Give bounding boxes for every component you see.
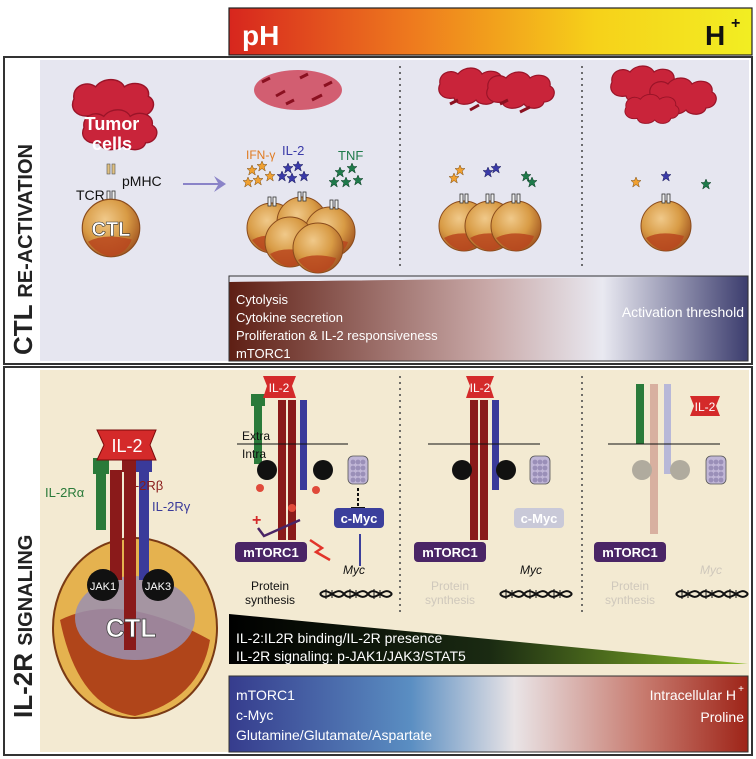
myc-col2: Myc bbox=[520, 563, 542, 577]
il2r-signaling-gradient: IL-2:IL2R binding/IL-2R presence IL-2R s… bbox=[229, 614, 748, 664]
bottom-right-line-1: Intracellular H bbox=[650, 687, 736, 703]
section1-title: CTL Re-Activation bbox=[8, 144, 38, 355]
h-plus-superscript: + bbox=[731, 15, 740, 32]
tcr-label: TCR bbox=[76, 187, 105, 203]
black-bar-line-1: IL-2:IL2R binding/IL-2R presence bbox=[236, 630, 442, 646]
signaling-col1: IL-2 Extra Intra + mTORC1 c-Myc Myc Prot… bbox=[235, 376, 393, 607]
tumor-label-1: Tumor bbox=[85, 114, 140, 134]
il2-big-label: IL-2 bbox=[111, 436, 142, 456]
section2-title: IL-2R Signaling bbox=[8, 535, 38, 718]
metabolite-gradient: mTORC1 c-Myc Glutamine/Glutamate/Asparta… bbox=[228, 675, 749, 753]
ph-gradient-bar: pH H + bbox=[228, 7, 753, 56]
signaling-col3: IL-2 mTORC1 Myc Protein synthesis bbox=[594, 384, 749, 607]
ifn-label: IFN-γ bbox=[246, 148, 275, 162]
bottom-right-sup: + bbox=[738, 684, 744, 695]
tnf-label: TNF bbox=[338, 148, 363, 163]
il2-col2-label: IL-2 bbox=[470, 381, 491, 395]
protein-synthesis-col2-1: Protein bbox=[431, 579, 469, 593]
pmhc-label: pMHC bbox=[122, 173, 162, 189]
activation-threshold-label: Activation threshold bbox=[622, 304, 744, 320]
bottom-right-line-2: Proline bbox=[700, 709, 744, 725]
column2-tumor bbox=[438, 67, 555, 114]
myc-col3: Myc bbox=[700, 563, 722, 577]
myc-col1: Myc bbox=[343, 563, 365, 577]
ph-label: pH bbox=[242, 20, 279, 51]
large-ctl-cell: IL-2 IL-2Rα IL-2Rβ IL-2Rγ JAK1 JAK3 CTL bbox=[45, 429, 218, 719]
receptor-beta-label: IL-2Rβ bbox=[124, 478, 163, 493]
large-ctl-label: CTL bbox=[106, 613, 157, 643]
cmyc-col2: c-Myc bbox=[521, 511, 558, 526]
signaling-col2: IL-2 mTORC1 c-Myc Myc Protein synthesis bbox=[414, 376, 573, 607]
ctl-label: CTL bbox=[92, 219, 131, 241]
cmyc-col1: c-Myc bbox=[341, 511, 378, 526]
black-bar-line-2: IL-2R signaling: p-JAK1/JAK3/STAT5 bbox=[236, 648, 466, 664]
activation-line-1: Cytolysis bbox=[236, 292, 289, 307]
mtorc1-col3: mTORC1 bbox=[602, 545, 657, 560]
tumor-label-2: cells bbox=[92, 134, 132, 154]
bottom-left-line-3: Glutamine/Glutamate/Aspartate bbox=[236, 727, 432, 743]
activation-line-4: mTORC1 bbox=[236, 346, 291, 361]
pmhc: pMHC bbox=[106, 163, 162, 189]
protein-synthesis-col2-2: synthesis bbox=[425, 593, 475, 607]
bottom-left-line-1: mTORC1 bbox=[236, 687, 295, 703]
activation-line-3: Proliferation & IL-2 responsiveness bbox=[236, 328, 438, 343]
il2-col1-label: IL-2 bbox=[269, 381, 290, 395]
h-plus-label: H bbox=[705, 20, 725, 51]
protein-synthesis-col1-2: synthesis bbox=[245, 593, 295, 607]
plus-col1: + bbox=[252, 512, 261, 529]
jak1-label: JAK1 bbox=[90, 581, 116, 593]
intra-label: Intra bbox=[242, 447, 266, 461]
protein-synthesis-col1-1: Protein bbox=[251, 579, 289, 593]
jak3-label: JAK3 bbox=[145, 581, 171, 593]
mtorc1-col1: mTORC1 bbox=[243, 545, 298, 560]
il2-col3-label: IL-2 bbox=[695, 400, 716, 414]
receptor-alpha-label: IL-2Rα bbox=[45, 485, 85, 500]
arrow-right-icon bbox=[183, 176, 226, 192]
bottom-left-line-2: c-Myc bbox=[236, 707, 273, 723]
ctl-cell: CTL bbox=[81, 198, 141, 258]
column1-tumor-debris bbox=[254, 70, 342, 110]
il2-cytokine-label: IL-2 bbox=[282, 143, 304, 158]
activation-gradient: Cytolysis Cytokine secretion Proliferati… bbox=[228, 275, 749, 362]
receptor-gamma-label: IL-2Rγ bbox=[152, 499, 191, 514]
tumor-cells: Tumor cells bbox=[71, 78, 158, 154]
activation-line-2: Cytokine secretion bbox=[236, 310, 343, 325]
ctl-cluster-col2 bbox=[438, 193, 542, 252]
protein-synthesis-col3-1: Protein bbox=[611, 579, 649, 593]
protein-synthesis-col3-2: synthesis bbox=[605, 593, 655, 607]
mtorc1-col2: mTORC1 bbox=[422, 545, 477, 560]
extra-label: Extra bbox=[242, 429, 270, 443]
